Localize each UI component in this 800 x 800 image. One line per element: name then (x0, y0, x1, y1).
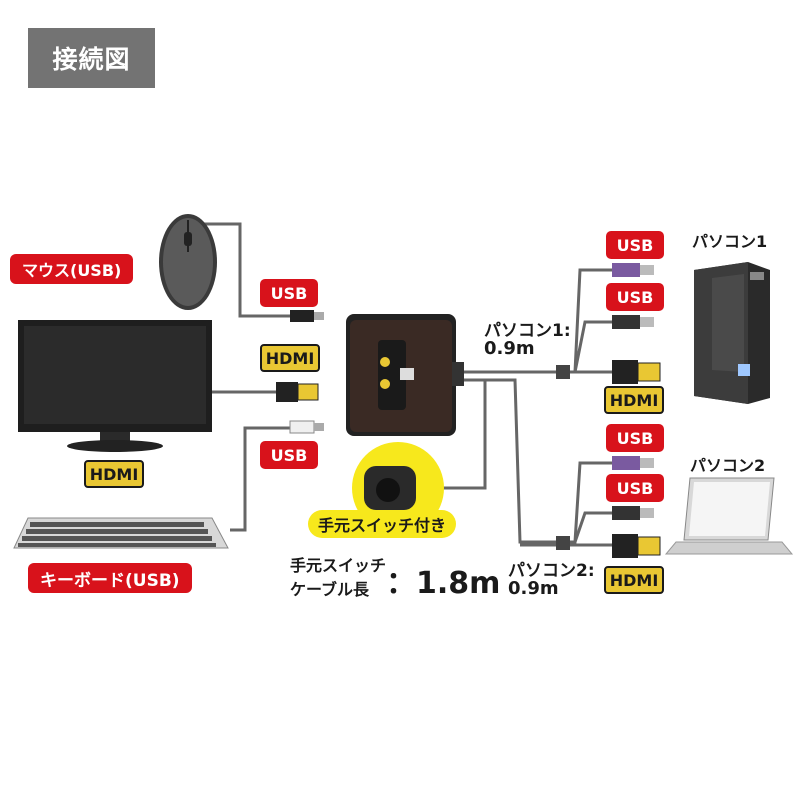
kvm-switch-image (346, 314, 464, 436)
pc1-hdmi-badge: HDMI (604, 386, 664, 414)
mouse-image (159, 214, 217, 310)
pc1-usb2-connector (612, 315, 654, 329)
pc2-name: パソコン2 (690, 456, 766, 475)
pc2-hdmi-connector (612, 534, 661, 558)
usb-badge-keyboard: USB (260, 441, 318, 469)
hdmi-badge-monitor: HDMI (260, 344, 320, 372)
cable-caption-line2: ケーブル長 (290, 580, 370, 599)
cable-length-value: ：1.8m (386, 566, 501, 601)
pc2-cable-length: 0.9m (508, 578, 559, 599)
usb-connector-keyboard (289, 420, 324, 434)
pc1-tower-image (694, 262, 770, 404)
monitor-image (18, 320, 212, 452)
usb-connector-mouse (290, 310, 324, 322)
pc2-hdmi-badge: HDMI (604, 566, 664, 594)
pc2-usb1-cable (462, 378, 612, 544)
usb-badge-mouse: USB (260, 279, 318, 307)
pc2-usb2-cable (573, 511, 612, 543)
pc1-usb2-cable (573, 320, 612, 373)
pc1-usb1-connector (612, 263, 654, 277)
pc2-laptop-image (664, 477, 794, 555)
pc2-usb1-connector (612, 456, 654, 470)
page-title: 接続図 (28, 28, 155, 88)
pc2-usb-badge-2: USB (606, 474, 664, 502)
pc1-cable-length: 0.9m (484, 338, 535, 359)
keyboard-cable (230, 426, 292, 532)
pc1-usb-badge-1: USB (606, 231, 664, 259)
keyboard-image (13, 517, 229, 549)
cable-caption-line1: 手元スイッチ (290, 556, 387, 575)
pc1-name: パソコン1 (692, 232, 768, 251)
remote-switch-label: 手元スイッチ付き (308, 510, 457, 538)
pc2-usb2-connector (612, 506, 654, 520)
pc2-cable-label: パソコン2: (508, 561, 595, 581)
mouse-cable (190, 222, 292, 318)
pc1-cable-label: パソコン1: (484, 321, 571, 341)
pc2-usb-badge-1: USB (606, 424, 664, 452)
pc1-hdmi-connector (612, 360, 661, 384)
pc1-cable-ferrite (556, 365, 570, 379)
hdmi-badge-monitor-caption: HDMI (84, 460, 144, 488)
pc2-cable-ferrite (556, 536, 570, 550)
hdmi-connector-monitor (276, 382, 319, 402)
pc1-usb-badge-2: USB (606, 283, 664, 311)
mouse-usb-label: マウス(USB) (10, 254, 134, 284)
keyboard-usb-label: キーボード(USB) (28, 563, 192, 593)
